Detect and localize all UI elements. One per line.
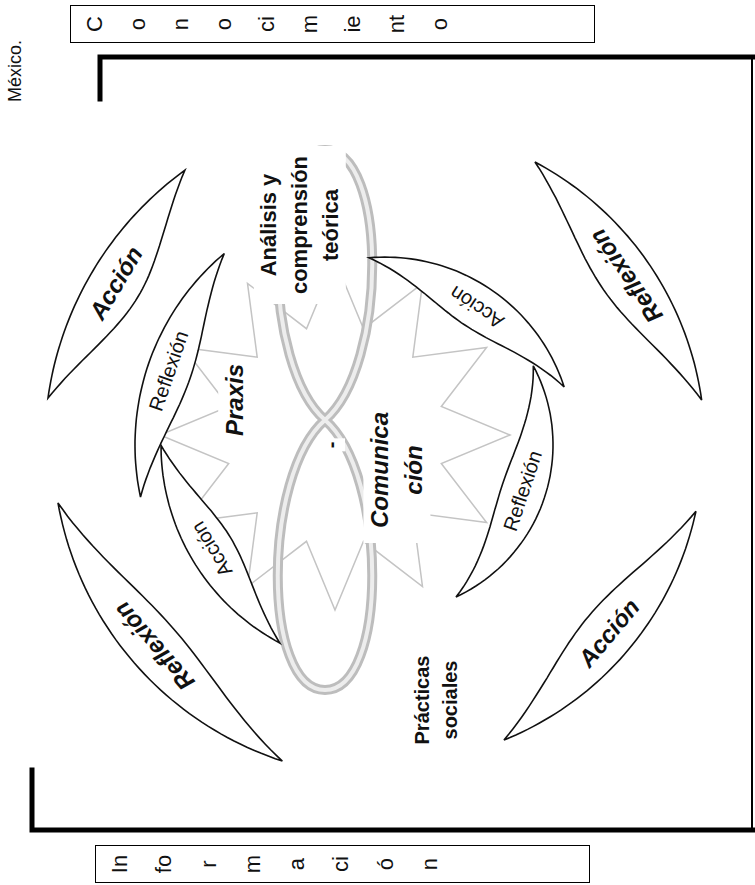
diagram-label: Análisis y comprensión teórica [254, 146, 346, 304]
diagram-label: Comunica ción [363, 397, 430, 543]
crescent-shape [58, 503, 282, 761]
crescent-node: Reflexión [132, 251, 227, 500]
crescent-shape [535, 163, 702, 401]
crescent-shape [504, 511, 696, 740]
crescent-outline [55, 500, 285, 764]
stacked-word: Conocimiento [73, 13, 461, 35]
diagram-label: México. [3, 37, 28, 105]
diagram-label: Prácticas sociales [408, 641, 464, 759]
crescent-node: Acción [366, 254, 567, 390]
letter-column-box: Conocimiento [70, 5, 595, 43]
crescent-node: Reflexión [453, 363, 556, 600]
diagram-label: Praxis [218, 361, 252, 439]
frame-bracket [32, 57, 753, 830]
stacked-word: Información [98, 853, 452, 875]
diagram-label: - [317, 439, 345, 452]
crescent-node: Acción [158, 442, 283, 646]
crescent-node: Acción [501, 508, 699, 743]
crescent-outline [366, 254, 567, 390]
crescent-node: Reflexión [55, 500, 285, 764]
crescent-shape [161, 445, 280, 643]
crescent-node: Reflexión [532, 159, 705, 403]
crescent-shape [135, 254, 224, 497]
crescent-shape [456, 366, 553, 597]
crescent-outline [453, 363, 556, 600]
letter-column-box: Información [95, 845, 590, 883]
